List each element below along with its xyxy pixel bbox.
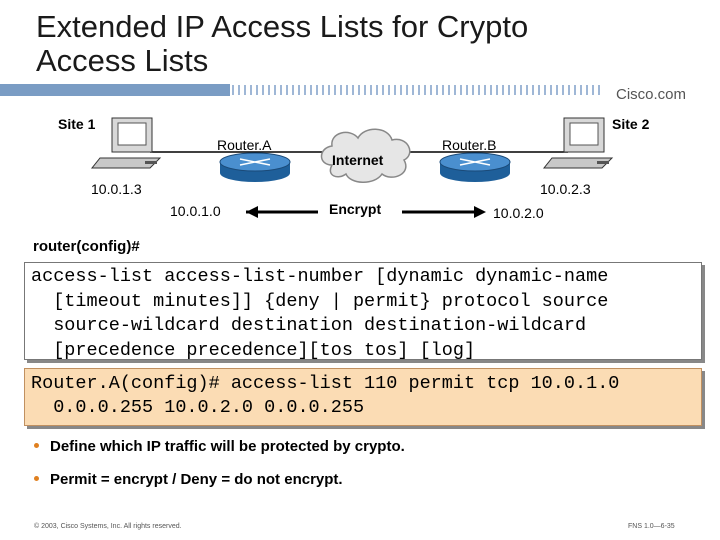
syntax-line-4: [precedence precedence][tos tos] [log] (25, 339, 701, 364)
example-line-2: 0.0.0.255 10.0.2.0 0.0.0.255 (25, 396, 701, 420)
computer-icon-site2 (544, 118, 612, 168)
host2-ip: 10.0.2.3 (540, 181, 591, 197)
title-line-2: Access Lists (36, 43, 208, 78)
net1-label: 10.0.1.0 (170, 203, 221, 219)
net2-label: 10.0.2.0 (493, 205, 544, 221)
footer-page-number: FNS 1.0—6-35 (628, 523, 675, 530)
footer-copyright: © 2003, Cisco Systems, Inc. All rights r… (34, 523, 182, 530)
example-line-1: Router.A(config)# access-list 110 permit… (25, 369, 701, 396)
router-icon-b (440, 153, 510, 182)
example-command-box: Router.A(config)# access-list 110 permit… (24, 368, 702, 426)
bullet-item: Define which IP traffic will be protecte… (34, 432, 405, 462)
bullet-list: Define which IP traffic will be protecte… (34, 432, 405, 498)
config-prompt: router(config)# (33, 238, 140, 255)
syntax-line-1: access-list access-list-number [dynamic … (25, 263, 701, 290)
router-b-label: Router.B (442, 137, 496, 153)
host1-ip: 10.0.1.3 (91, 181, 142, 197)
internet-label: Internet (332, 152, 383, 168)
syntax-line-2: [timeout minutes]] {deny | permit} proto… (25, 290, 701, 315)
router-icon-a (220, 153, 290, 182)
syntax-box: access-list access-list-number [dynamic … (24, 262, 702, 360)
syntax-line-3: source-wildcard destination destination-… (25, 314, 701, 339)
router-a-label: Router.A (217, 137, 271, 153)
title-line-1: Extended IP Access Lists for Crypto (36, 9, 528, 44)
header-stripe (0, 84, 720, 96)
computer-icon-site1 (92, 118, 160, 168)
slide-title: Extended IP Access Lists for Crypto Acce… (36, 10, 636, 78)
site2-label: Site 2 (612, 116, 649, 132)
site1-label: Site 1 (58, 116, 95, 132)
bullet-item: Permit = encrypt / Deny = do not encrypt… (34, 465, 405, 495)
encrypt-label: Encrypt (329, 201, 381, 217)
bullet-text: Permit = encrypt / Deny = do not encrypt… (50, 471, 343, 488)
bullet-dot-icon (34, 476, 39, 481)
bullet-dot-icon (34, 443, 39, 448)
bullet-text: Define which IP traffic will be protecte… (50, 438, 405, 455)
